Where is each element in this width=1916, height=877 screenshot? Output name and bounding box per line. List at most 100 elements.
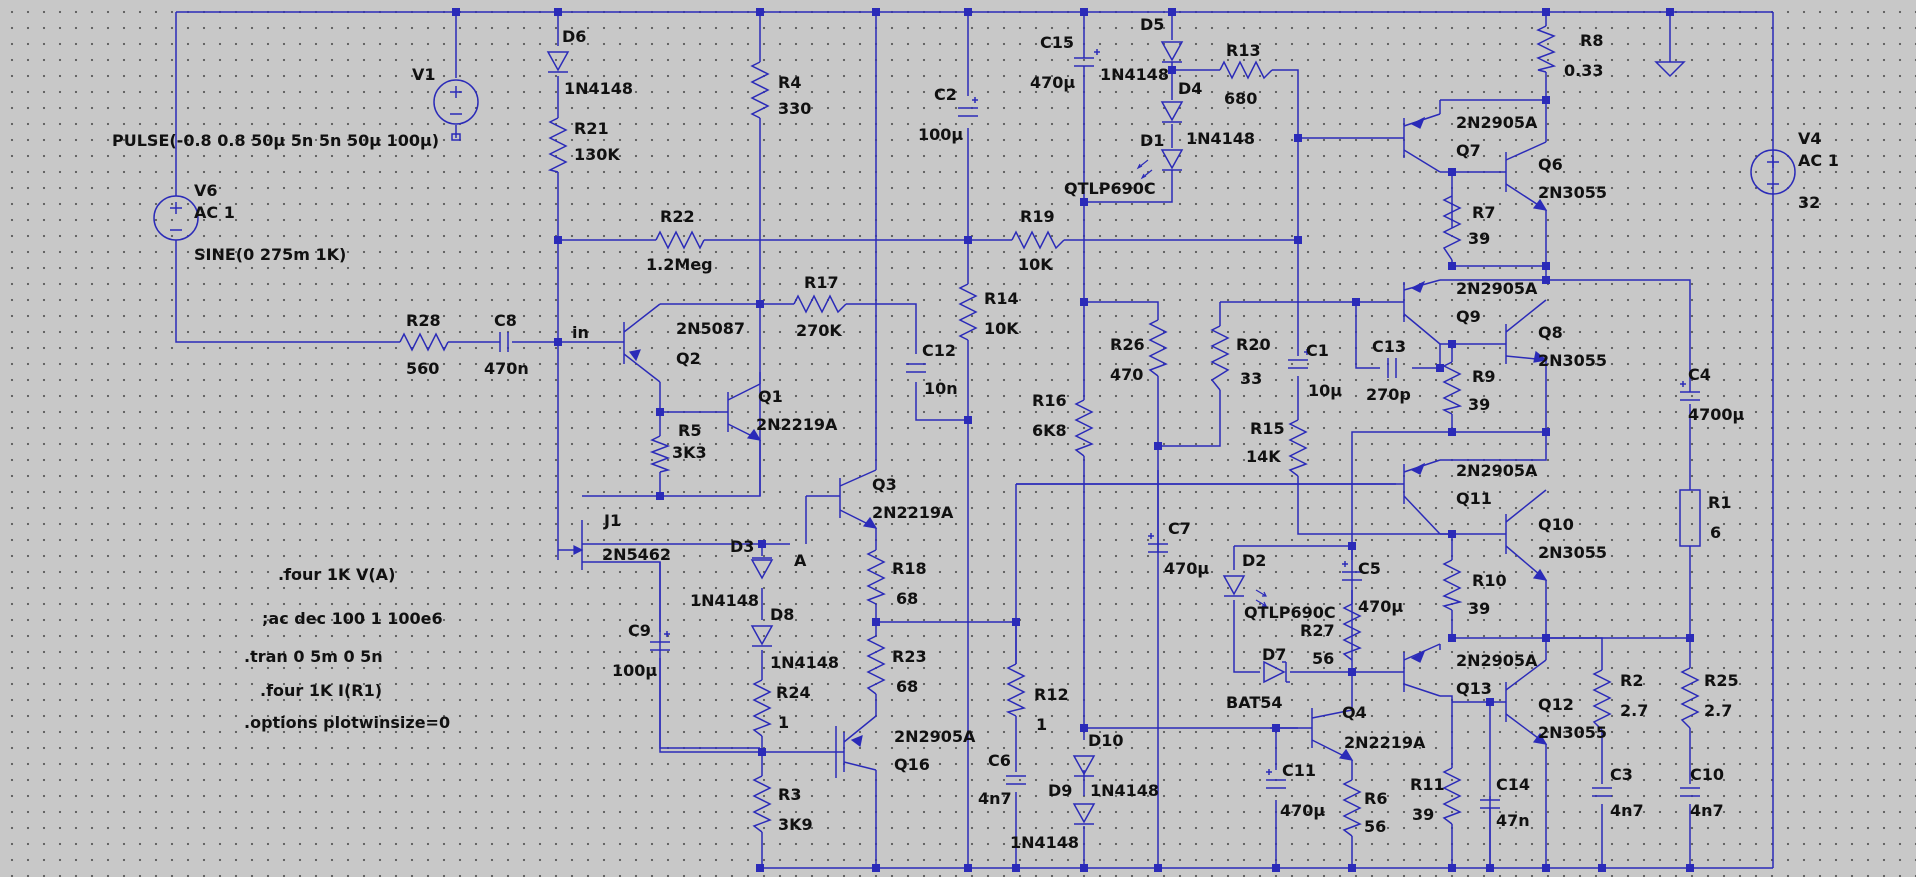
net-A: A xyxy=(794,551,807,570)
label-R25-value: 2.7 xyxy=(1704,701,1732,720)
transistors xyxy=(566,113,1548,772)
diode-D7 xyxy=(1263,660,1290,684)
label-Q11-model: 2N2905A xyxy=(1456,461,1538,480)
sources xyxy=(153,61,1796,241)
label-R18-value: 68 xyxy=(896,589,918,608)
capacitor-C1 xyxy=(1288,359,1308,369)
resistor-R19 xyxy=(1011,230,1065,250)
label-Q9-model: 2N2905A xyxy=(1456,279,1538,298)
label-D10-value: 1N4148 xyxy=(1090,781,1159,800)
label-R12: R12 xyxy=(1034,685,1069,704)
label-C13: C13 xyxy=(1372,337,1406,356)
label-Q10-model: 2N3055 xyxy=(1538,543,1607,562)
label-R28: R28 xyxy=(406,311,441,330)
label-R19-value: 10K xyxy=(1018,255,1053,274)
resistor-R20 xyxy=(1210,325,1230,391)
transistor-Q11 xyxy=(1396,459,1441,535)
label-R3: R3 xyxy=(778,785,801,804)
transistor-Q8 xyxy=(1500,299,1548,364)
label-R8-value: 0.33 xyxy=(1564,61,1603,80)
label-R4-value: 330 xyxy=(778,99,811,118)
label-Q7-model: 2N2905A xyxy=(1456,113,1538,132)
transistor-Q9 xyxy=(1400,279,1441,345)
label-C2-value: 100µ xyxy=(918,125,963,144)
directive-ac[interactable]: ;ac dec 100 1 100e6 xyxy=(262,609,443,628)
label-R24-value: 1 xyxy=(778,713,789,732)
label-C7-value: 470µ xyxy=(1164,559,1209,578)
capacitor-C12 xyxy=(906,363,926,373)
transistor-Q12 xyxy=(1490,659,1548,745)
diode-D5 xyxy=(1160,41,1184,63)
labels: V1 PULSE(-0.8 0.8 50µ 5n 5n 50µ 100µ) V6… xyxy=(112,15,1839,852)
directive-tran[interactable]: .tran 0 5m 0 5n xyxy=(244,647,383,666)
label-D2-value: QTLP690C xyxy=(1244,603,1336,622)
label-R5-value: 3K3 xyxy=(672,443,707,462)
label-R27: R27 xyxy=(1300,621,1335,640)
label-V4-value: AC 1 xyxy=(1798,151,1839,170)
transistor-Q7 xyxy=(1400,113,1441,173)
label-R22-value: 1.2Meg xyxy=(646,255,713,274)
label-R6: R6 xyxy=(1364,789,1387,808)
label-C9: C9 xyxy=(628,621,651,640)
source-V6 xyxy=(153,195,199,241)
label-Q13: Q13 xyxy=(1456,679,1492,698)
capacitor-C11 xyxy=(1266,779,1286,789)
label-Q1: Q1 xyxy=(758,387,783,406)
directive-four-ir1[interactable]: .four 1K I(R1) xyxy=(260,681,382,700)
label-C10: C10 xyxy=(1690,765,1724,784)
label-R14: R14 xyxy=(984,289,1019,308)
net-in: in xyxy=(572,323,589,342)
label-C14-value: 47n xyxy=(1496,811,1530,830)
label-R21: R21 xyxy=(574,119,609,138)
label-Q6: Q6 xyxy=(1538,155,1563,174)
diode-D1 xyxy=(1136,149,1184,180)
label-D5: D5 xyxy=(1140,15,1164,34)
label-D1: D1 xyxy=(1140,131,1164,150)
label-D4: D4 xyxy=(1178,79,1202,98)
label-Q8-model: 2N3055 xyxy=(1538,351,1607,370)
label-R23: R23 xyxy=(892,647,927,666)
capacitor-C3 xyxy=(1592,787,1612,797)
label-Q16-model: 2N2905A xyxy=(894,727,976,746)
diode-D10 xyxy=(1072,755,1096,777)
directive-options[interactable]: .options plotwinsize=0 xyxy=(244,713,450,732)
label-R2: R2 xyxy=(1620,671,1643,690)
transistor-Q4 xyxy=(1298,708,1354,761)
label-Q2: Q2 xyxy=(676,349,701,368)
label-Q3: Q3 xyxy=(872,475,897,494)
label-C11-value: 470µ xyxy=(1280,801,1325,820)
label-V6-sine: SINE(0 275m 1K) xyxy=(194,245,346,264)
resistor-R23 xyxy=(866,635,886,695)
label-R23-value: 68 xyxy=(896,677,918,696)
label-C3-value: 4n7 xyxy=(1610,801,1644,820)
resistor-R15 xyxy=(1288,419,1308,477)
resistor-R21 xyxy=(547,117,568,173)
resistors xyxy=(399,25,1701,837)
transistor-J1 xyxy=(566,520,584,570)
capacitors xyxy=(499,49,1700,868)
label-C5-value: 470µ xyxy=(1358,597,1403,616)
capacitor-C14 xyxy=(1480,768,1500,868)
label-C12-value: 10n xyxy=(924,379,958,398)
label-R1-value: 6 xyxy=(1710,523,1721,542)
diode-D2 xyxy=(1222,575,1267,607)
label-V4-dc: 32 xyxy=(1798,193,1820,212)
directive-four-va[interactable]: .four 1K V(A) xyxy=(278,565,395,584)
resistor-R11 xyxy=(1442,767,1462,825)
label-C2: C2 xyxy=(934,85,957,104)
label-R6-value: 56 xyxy=(1364,817,1386,836)
label-C13-value: 270p xyxy=(1366,385,1411,404)
transistor-Q16 xyxy=(836,715,877,772)
label-R17: R17 xyxy=(804,273,839,292)
label-D7: D7 xyxy=(1262,645,1286,664)
label-C15-model: 1N4148 xyxy=(1100,65,1169,84)
label-Q4-model: 2N2219A xyxy=(1344,733,1426,752)
label-R15-value: 14K xyxy=(1246,447,1281,466)
resistor-R12 xyxy=(1005,663,1027,717)
junctions xyxy=(452,8,1694,872)
label-C5: C5 xyxy=(1358,559,1381,578)
label-D8-value: 1N4148 xyxy=(770,653,839,672)
label-Q3-model: 2N2219A xyxy=(872,503,954,522)
capacitor-C13 xyxy=(1387,358,1397,378)
transistor-Q2 xyxy=(608,303,661,383)
